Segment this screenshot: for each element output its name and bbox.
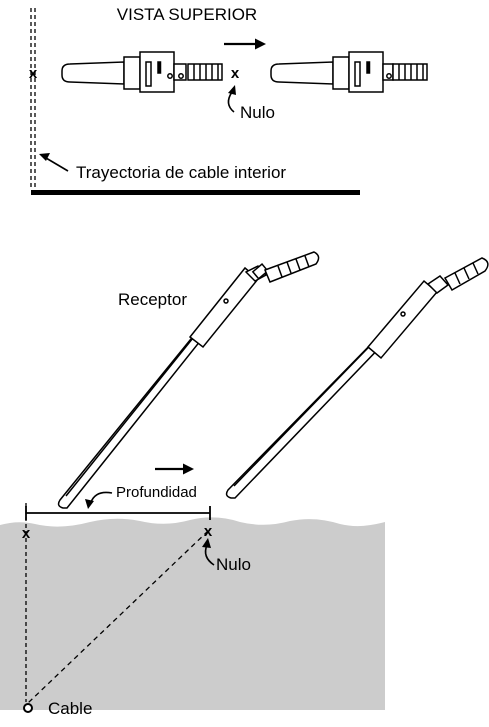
top-view-title: VISTA SUPERIOR [117,5,257,24]
top-null-label: Nulo [240,103,275,122]
ground [0,517,385,710]
receiver-top-view-1 [61,51,223,93]
receiver-top-view-2 [270,51,428,93]
top-left-marker: x [29,65,38,82]
null-pointer-arrow-icon [202,538,215,566]
cable-label: Cable [48,699,92,718]
side-view: Receptor Profundidad x x Nulo [0,251,489,718]
direction-arrow-icon [155,463,194,475]
top-view: VISTA SUPERIOR x [29,5,428,195]
receiver-label: Receptor [118,290,187,309]
side-null-label: Nulo [216,555,251,574]
side-null-marker: x [204,523,213,540]
cable-marker-icon [23,703,33,713]
depth-pointer-icon [85,491,113,509]
cable-path-pointer-icon [39,153,69,172]
wall-line [31,190,360,195]
receiver-side-view-1 [57,251,320,509]
depth-label: Profundidad [116,484,197,501]
null-pointer-arrow-icon [227,85,236,113]
cable-path-label: Trayectoria de cable interior [76,163,286,182]
interior-cable-path [30,8,36,190]
side-left-marker: x [22,525,31,542]
diagonal-dashed-line [27,530,209,704]
receiver-side-view-2 [225,257,489,499]
top-null-marker: x [231,65,240,82]
direction-arrow-icon [224,38,266,50]
depth-dimension-line [25,506,211,520]
